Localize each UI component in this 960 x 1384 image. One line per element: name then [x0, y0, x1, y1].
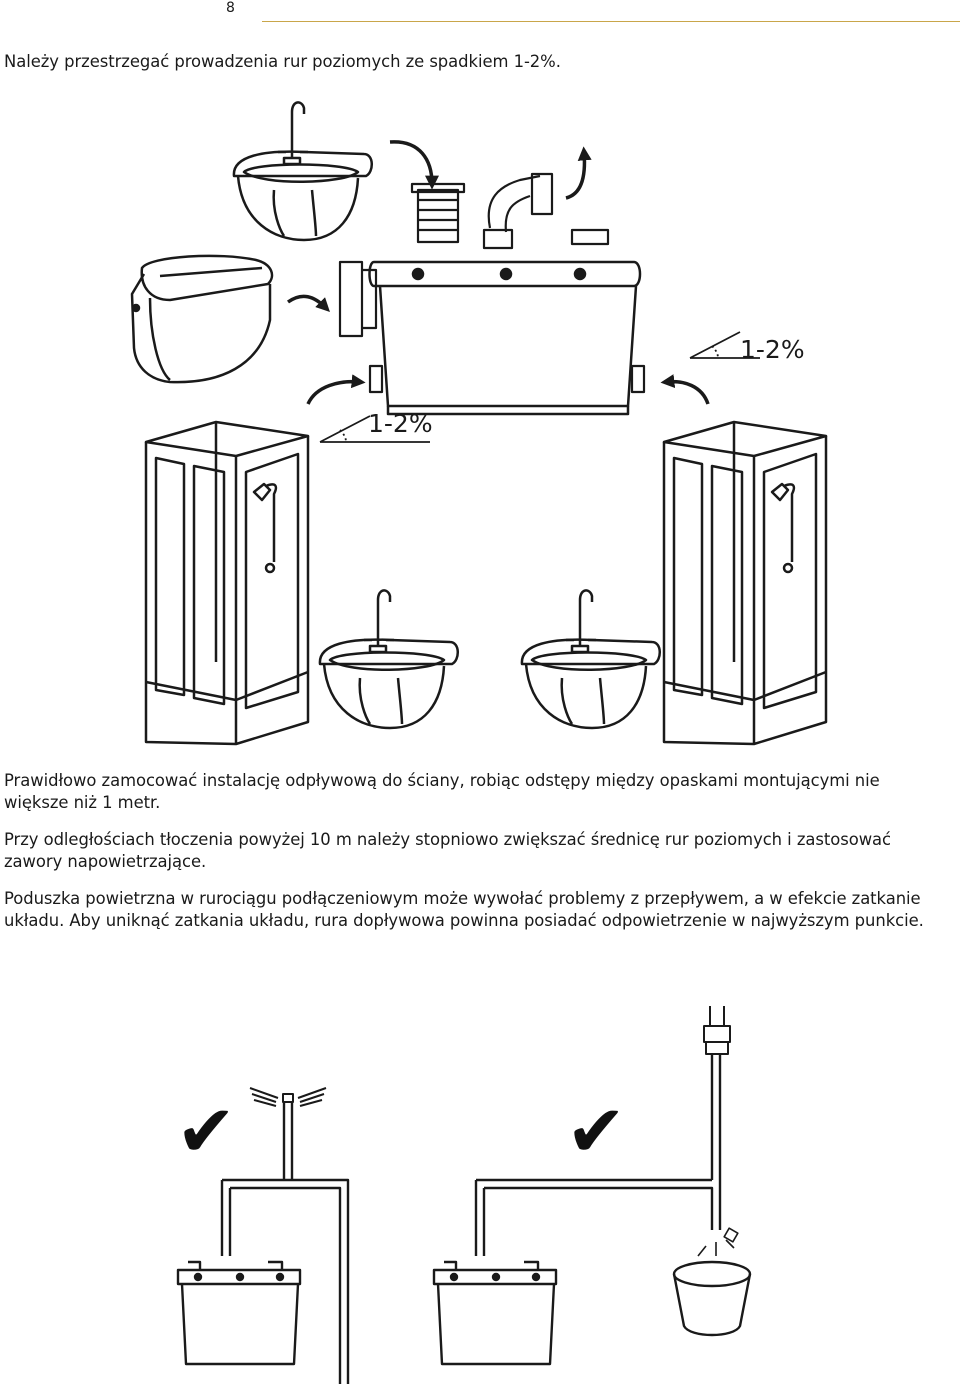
- check-mark-icon: ✔: [566, 1089, 626, 1173]
- slope-indicator-left: [319, 415, 430, 443]
- check-mark-icon: ✔: [176, 1089, 236, 1173]
- header-rule: [262, 21, 960, 22]
- flow-arrow: [565, 146, 592, 200]
- mounting-instruction: Prawidłowo zamocować instalację odpływow…: [4, 771, 880, 812]
- slope-label-left: 1-2%: [368, 409, 433, 438]
- page-number: 8: [226, 0, 235, 16]
- wash-basin-icon: [520, 589, 662, 730]
- bucket-icon: [672, 1260, 752, 1337]
- slope-label-right: 1-2%: [740, 335, 805, 364]
- pump-unit-icon: [368, 260, 642, 416]
- wash-basin-icon: [232, 101, 374, 242]
- side-inlet: [338, 260, 646, 394]
- flow-arrow: [389, 140, 439, 190]
- shower-cabin-icon: [144, 420, 310, 746]
- discharge-pipe: [474, 1054, 722, 1256]
- flow-arrow: [660, 374, 710, 405]
- distance-instruction: Przy odległościach tłoczenia powyżej 10 …: [4, 830, 892, 871]
- flow-arrow: [286, 294, 330, 312]
- shower-cabin-icon: [662, 420, 828, 746]
- air-pocket-instruction: Poduszka powietrzna w rurociągu podłącze…: [4, 889, 924, 930]
- flow-arrow: [306, 374, 366, 405]
- slope-indicator-right: [689, 331, 760, 359]
- pump-unit-icon: [432, 1260, 558, 1366]
- wash-basin-icon: [318, 589, 460, 730]
- air-vent-icon: [703, 1006, 731, 1055]
- venting-diagram: ✔ ✔: [176, 1006, 752, 1384]
- discharge-pipe: [220, 1102, 350, 1384]
- installation-diagram: 1-2% 1-2%: [130, 101, 828, 746]
- outlet-fitting: [410, 172, 610, 250]
- slope-instruction: Należy przestrzegać prowadzenia rur pozi…: [4, 52, 561, 71]
- overflow-drip: [697, 1227, 739, 1257]
- toilet-icon: [130, 254, 274, 384]
- air-vent-icon: [249, 1087, 327, 1107]
- pump-unit-icon: [176, 1260, 302, 1366]
